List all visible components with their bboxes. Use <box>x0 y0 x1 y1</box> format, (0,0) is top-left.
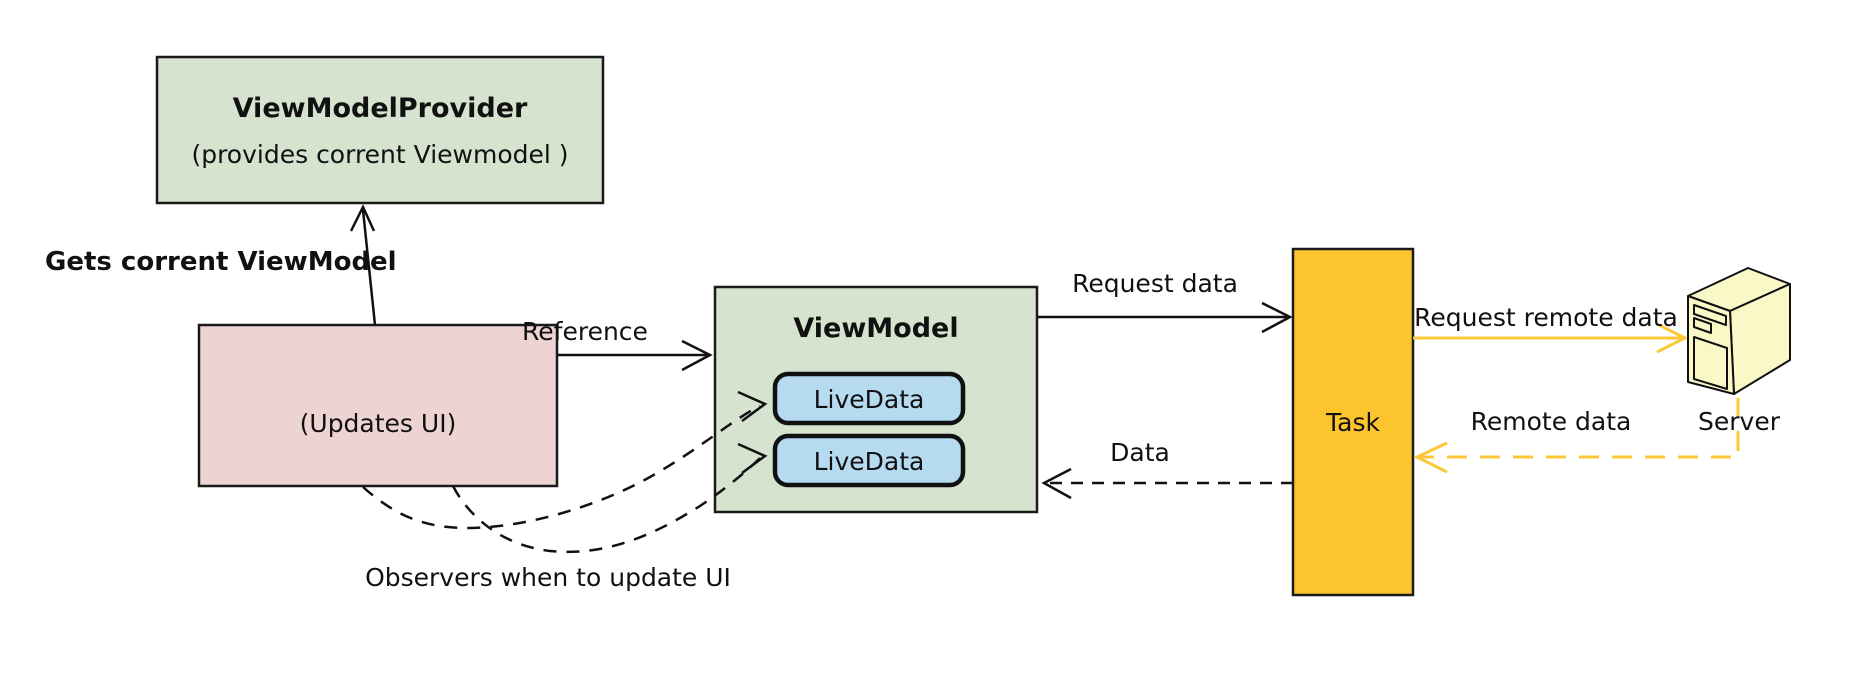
remote-data-label: Remote data <box>1471 407 1632 436</box>
livedata-box-1 <box>772 371 966 426</box>
remote-data-line <box>1421 398 1740 459</box>
updates-ui-node: (Updates UI) <box>197 323 559 488</box>
server-slot-icon <box>1693 304 1727 326</box>
viewmodel-title: ViewModel <box>793 313 958 344</box>
data-arrow: Data <box>1041 438 1293 500</box>
arrow-right-icon <box>737 442 768 475</box>
remote-data-arrow: Remote data <box>1413 398 1740 474</box>
observers-label: Observers when to update UI <box>365 563 731 592</box>
observer-arrows: Observers when to update UI <box>362 390 768 592</box>
gets-viewmodel-arrow-line <box>361 209 377 326</box>
arrow-right-icon <box>737 390 768 423</box>
server-panel-icon <box>1693 336 1728 390</box>
viewmodelprovider-subtitle: (provides corrent Viewmodel ) <box>191 140 568 169</box>
task-node: Task <box>1291 247 1415 597</box>
livedata-label-1: LiveData <box>814 385 925 414</box>
updates-ui-box <box>197 323 559 488</box>
livedata-box-2 <box>772 433 966 488</box>
arrow-left-icon <box>1413 441 1448 474</box>
livedata-label-2: LiveData <box>814 447 925 476</box>
task-box <box>1291 247 1415 597</box>
request-data-arrow: Request data <box>1037 269 1293 334</box>
viewmodel-node: ViewModel LiveData LiveData <box>713 285 1039 514</box>
data-label: Data <box>1110 438 1170 467</box>
arrow-right-icon <box>1261 301 1293 334</box>
observer-curve-2 <box>451 457 761 554</box>
reference-arrow: Reference <box>522 317 713 372</box>
request-data-label: Request data <box>1072 269 1238 298</box>
server-node: Server <box>1687 267 1791 436</box>
viewmodelprovider-title: ViewModelProvider <box>233 93 528 124</box>
server-slot-icon <box>1693 317 1712 334</box>
viewmodelprovider-node: ViewModelProvider (provides corrent View… <box>155 55 605 205</box>
request-remote-data-label: Request remote data <box>1414 303 1678 332</box>
task-label: Task <box>1325 408 1380 437</box>
arrow-left-icon <box>1041 467 1072 500</box>
arrow-right-icon <box>681 339 713 372</box>
updates-ui-label: (Updates UI) <box>300 409 457 438</box>
request-remote-data-arrow: Request remote data <box>1413 303 1689 354</box>
observer-curve-1 <box>362 404 761 530</box>
arrow-up-icon <box>349 204 376 232</box>
server-label: Server <box>1698 407 1781 436</box>
viewmodelprovider-box <box>155 55 605 205</box>
reference-label: Reference <box>522 317 648 346</box>
gets-viewmodel-label: Gets corrent ViewModel <box>45 247 397 277</box>
gets-viewmodel-arrow <box>349 204 377 326</box>
arrow-right-icon <box>1656 322 1689 354</box>
